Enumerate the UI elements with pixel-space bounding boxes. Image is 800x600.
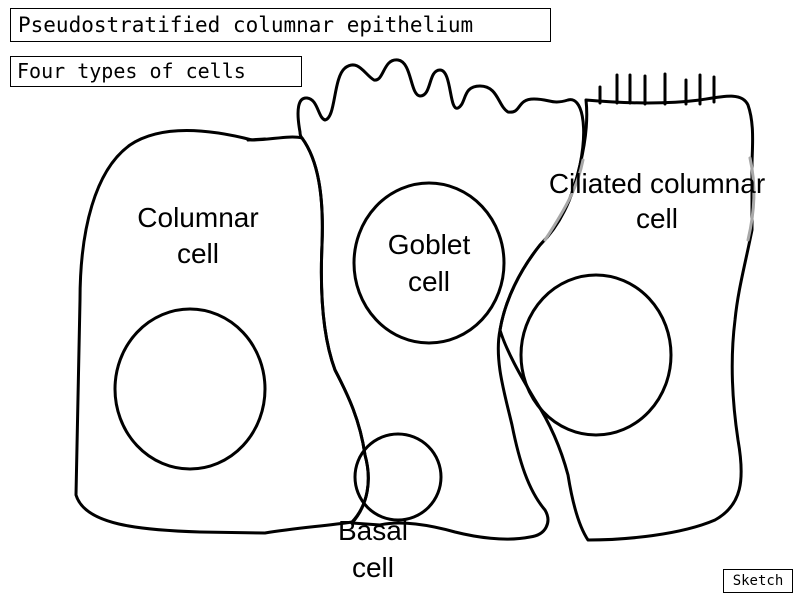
goblet-cell-label-line1: Goblet — [388, 229, 471, 260]
goblet-cell-nucleus — [352, 181, 506, 345]
columnar-cell-notch — [246, 137, 267, 142]
columnar-cell-nucleus — [113, 307, 267, 471]
goblet-cell-label-line2: cell — [408, 266, 450, 297]
basal-cell-nucleus — [353, 432, 443, 522]
ciliated-cell-wall-faded — [543, 158, 585, 242]
basal-cell-label-line2: cell — [352, 552, 394, 583]
ciliated-cell-right-faded — [746, 156, 756, 242]
diagram-subtitle: Four types of cells — [10, 56, 302, 87]
basal-cell-label-line1: Basal — [338, 515, 408, 546]
columnar-cell-label-line1: Columnar — [137, 202, 258, 233]
sketch-button[interactable]: Sketch — [723, 569, 793, 593]
diagram-title: Pseudostratified columnar epithelium — [10, 8, 551, 42]
columnar-cell-label-line2: cell — [177, 238, 219, 269]
ciliated-cell-nucleus — [519, 273, 673, 437]
ciliated-cell-label-line1: Ciliated columnar — [549, 168, 765, 199]
cilia-group — [598, 72, 716, 106]
ciliated-cell-label-line2: cell — [636, 203, 678, 234]
ciliated-cell-outline — [498, 94, 755, 542]
